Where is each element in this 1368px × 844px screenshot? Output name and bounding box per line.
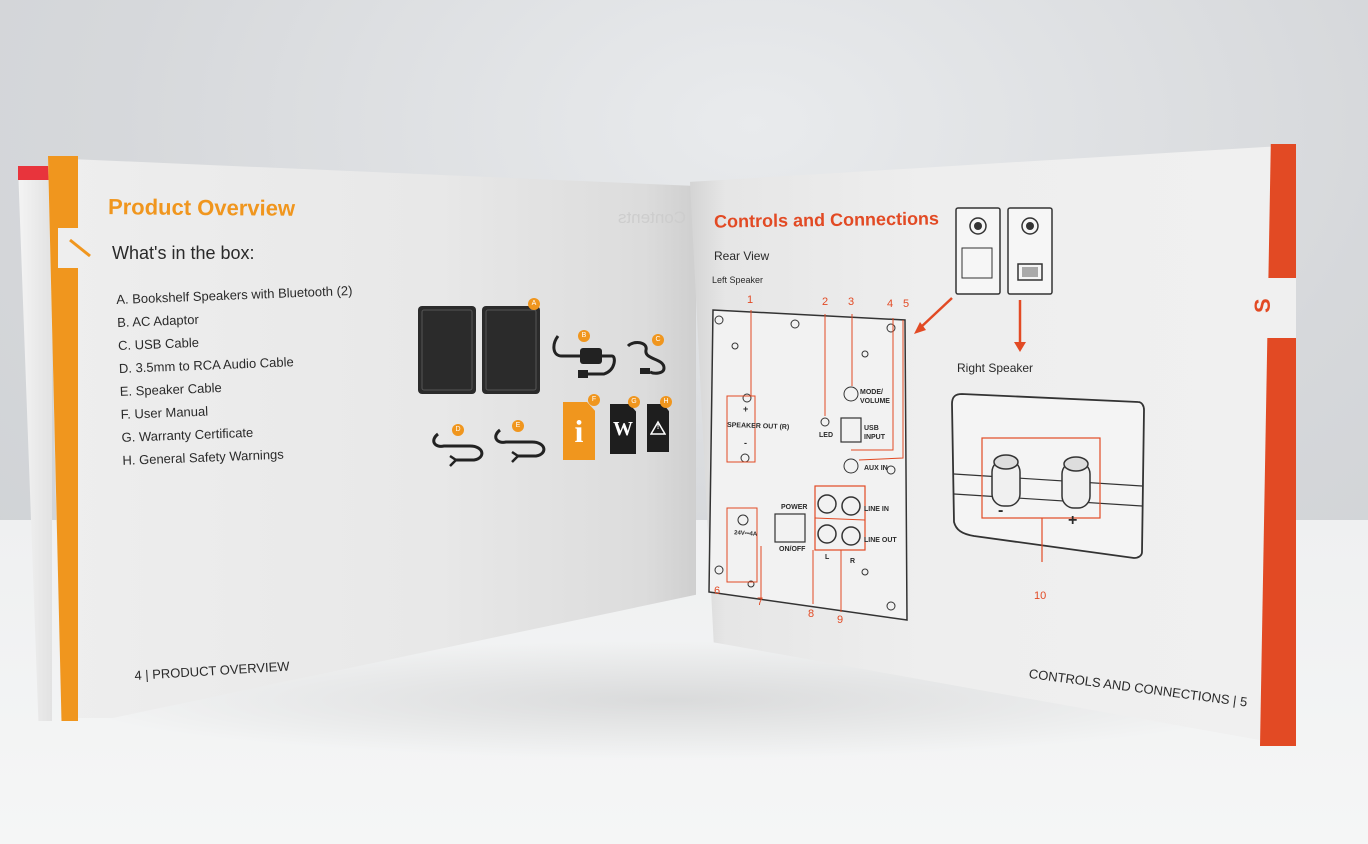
ac-adaptor-icon: [552, 335, 616, 378]
callout-8: 8: [808, 608, 815, 620]
safety-warning-icon: [647, 404, 669, 452]
aux-in-label: AUX IN: [864, 465, 888, 472]
warranty-icon: W: [610, 404, 636, 454]
rca-cable-icon: [432, 432, 484, 467]
dc-input-label: 24V⎓4A: [733, 530, 758, 538]
power-label: POWER: [781, 504, 808, 511]
pen-icon: [69, 238, 91, 258]
rear-panel-diagram: [708, 309, 908, 621]
warning-mark: !: [656, 424, 660, 431]
badge-g: G: [628, 396, 640, 408]
right-speaker-label: Right Speaker: [957, 361, 1034, 375]
speakers-illustration: [418, 306, 540, 394]
left-speaker-label: Left Speaker: [712, 275, 764, 285]
badge-h: H: [660, 396, 672, 408]
left-red-tab: [18, 166, 50, 180]
callout-2: 2: [822, 296, 829, 308]
speaker-cable-icon: [494, 428, 546, 463]
line-out-label: LINE OUT: [864, 537, 897, 544]
callout-1: 1: [747, 294, 754, 306]
controls-connections-title: Controls and Connections: [713, 208, 940, 232]
speaker-out-plus: +: [743, 404, 749, 414]
section-tab-letter: S: [1250, 298, 1275, 313]
terminal-minus-label: -: [998, 502, 1004, 519]
mode-volume-label: MODE/ VOLUME: [860, 389, 890, 405]
line-in-label: LINE IN: [864, 506, 889, 513]
left-channel-label: L: [825, 554, 830, 561]
right-channel-label: R: [850, 558, 856, 565]
badge-b: B: [578, 330, 590, 342]
usb-input-label: USB INPUT: [864, 425, 885, 441]
mini-speakers-illustration: [955, 207, 1053, 295]
badge-d: D: [452, 424, 464, 436]
callout-10: 10: [1034, 590, 1047, 602]
whats-in-box-subtitle: What's in the box:: [112, 243, 255, 263]
speaker-out-minus: -: [744, 438, 747, 448]
user-manual-icon: i: [563, 402, 595, 460]
callout-9: 9: [837, 614, 844, 626]
arrows-illustration: [914, 297, 1026, 352]
terminal-plus-label: +: [1068, 512, 1078, 529]
on-off-label: ON/OFF: [779, 546, 806, 553]
mirrored-contents-heading: Contents: [618, 208, 687, 227]
product-overview-title: Product Overview: [107, 194, 296, 221]
callout-4: 4: [887, 298, 894, 310]
right-speaker-diagram: [951, 393, 1145, 562]
badge-f: F: [588, 394, 600, 406]
contents-list: A. Bookshelf Speakers with Bluetooth (2)…: [116, 283, 359, 476]
right-red-tab: [1266, 278, 1296, 338]
callout-7: 7: [757, 596, 764, 608]
warning-triangle-icon: [650, 420, 666, 435]
callout-3: 3: [848, 296, 855, 308]
badge-e: E: [512, 420, 524, 432]
callout-5: 5: [903, 298, 910, 310]
callout-6: 6: [714, 585, 721, 597]
led-label: LED: [819, 432, 833, 439]
badge-a: A: [528, 298, 540, 310]
usb-cable-icon: [626, 341, 666, 375]
badge-c: C: [652, 334, 664, 346]
rear-view-label: Rear View: [714, 249, 770, 263]
